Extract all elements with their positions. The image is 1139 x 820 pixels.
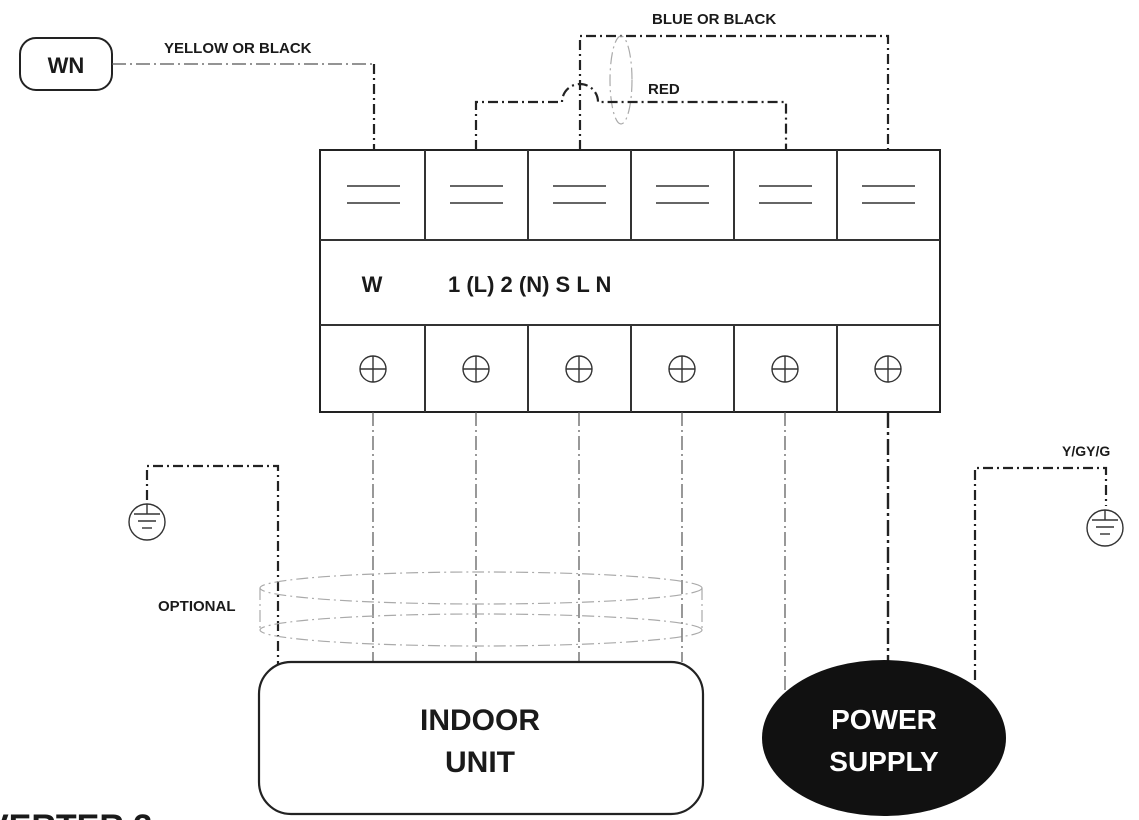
terminal-codes-label: 1 (L) 2 (N) S L N [448,272,611,297]
optional-cable-tie [259,571,703,647]
yellow-or-black-label: YELLOW OR BLACK [164,40,312,57]
terminal-w-label: W [362,272,383,297]
indoor-unit-box [257,660,705,816]
blue-or-black-label: BLUE OR BLACK [652,11,776,28]
cable-tie-top [609,35,633,125]
indoor-line1: INDOOR [420,704,540,737]
screw-terminal-icon [359,355,902,383]
power-supply-ellipse [762,660,1006,816]
wn-label: WN [48,53,85,78]
power-line1: POWER [831,704,937,735]
wire-left-ground [145,464,280,664]
power-line2: SUPPLY [829,746,939,777]
terminal-bottom-row [424,325,838,412]
ground-icon [128,503,166,541]
ygyg-label: Y/GY/G [1062,443,1110,459]
partial-footer-text: VERTER 3 [0,808,152,820]
wire-blue-or-black [578,34,890,150]
wire-right-ground [973,466,1108,680]
indoor-wires [372,412,683,662]
indoor-line2: UNIT [445,746,515,779]
terminal-top-row [347,150,915,240]
ground-icon [1086,509,1124,547]
wire-red [474,82,788,150]
optional-label: OPTIONAL [158,598,236,615]
red-label: RED [648,81,680,98]
